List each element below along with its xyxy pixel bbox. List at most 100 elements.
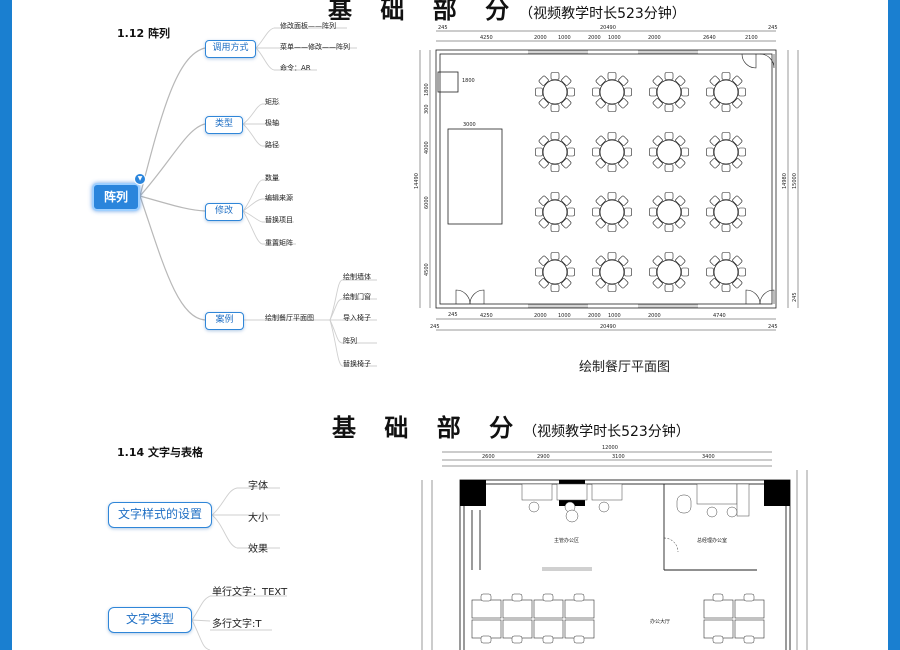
office-dim-c: 3100: [612, 454, 625, 460]
dim-left-300: 300: [424, 104, 430, 114]
leaf-array: 阵列: [343, 337, 357, 345]
office-floor-plan: 12000 2600 2900 3100 3400: [421, 445, 808, 650]
leaf-font: 字体: [248, 481, 268, 492]
leaf-count: 数量: [265, 174, 279, 182]
dim-bot-4250: 4250: [480, 313, 493, 319]
branch-text-style-settings[interactable]: 文字样式的设置: [108, 502, 212, 528]
chair: [618, 218, 629, 229]
chair: [618, 255, 629, 266]
chair: [538, 218, 549, 229]
chair: [607, 72, 617, 80]
office-chair: [480, 593, 492, 602]
chair: [732, 195, 743, 206]
dim-top-245: 245: [438, 25, 448, 31]
plan-caption: 绘制餐厅平面图: [579, 360, 671, 375]
chair: [618, 278, 629, 289]
office-chair: [743, 635, 755, 644]
dim-top-245b: 245: [768, 25, 778, 31]
leaf-path: 路径: [265, 141, 279, 149]
room-office-hall: 办公大厅: [650, 618, 670, 625]
dim-right-245: 245: [792, 292, 798, 302]
chair: [709, 255, 720, 266]
workstation-desk: [502, 619, 533, 639]
chair: [681, 267, 689, 277]
dim-right-14980: 14980: [782, 173, 788, 189]
chair: [721, 132, 731, 140]
dining-table: [592, 252, 632, 292]
dim-bot-2000a: 2000: [534, 313, 547, 319]
chair: [664, 132, 674, 140]
mindmap-connectors-bottom: [191, 487, 287, 650]
chair: [738, 87, 746, 97]
chair: [595, 98, 606, 109]
chair: [567, 207, 575, 217]
chair: [738, 267, 746, 277]
leaf-reset-matrix: 重置矩阵: [265, 239, 293, 247]
chair: [721, 252, 731, 260]
chair: [607, 104, 617, 112]
dining-table: [706, 192, 746, 232]
chair: [607, 164, 617, 172]
dim-left-245b: 245: [430, 324, 440, 330]
chair: [709, 75, 720, 86]
round-table: [542, 259, 568, 285]
chair: [561, 218, 572, 229]
collapse-toggle-icon[interactable]: ▼: [134, 173, 146, 185]
dim-top-1000a: 1000: [558, 35, 571, 41]
dining-table: [535, 72, 575, 112]
room-supervisor-office: 主管办公区: [554, 537, 579, 544]
workstation-desk: [734, 619, 765, 639]
workstation-desk: [564, 599, 595, 619]
round-table: [656, 199, 682, 225]
round-table: [713, 199, 739, 225]
chair: [652, 218, 663, 229]
chair: [595, 158, 606, 169]
column-3: [764, 480, 790, 506]
chair: [618, 75, 629, 86]
chair: [732, 255, 743, 266]
dim-bot-2000b: 2000: [588, 313, 601, 319]
dim-top-1000b: 1000: [608, 35, 621, 41]
dim-top-2000b: 2000: [588, 35, 601, 41]
dining-table: [649, 132, 689, 172]
dim-bot-1000b: 1000: [608, 313, 621, 319]
chair: [709, 278, 720, 289]
chair: [567, 267, 575, 277]
branch-invoke-method[interactable]: 调用方式: [205, 40, 256, 58]
chair: [721, 224, 731, 232]
mindmap-connectors-top: [139, 27, 377, 367]
leaf-rectangular: 矩形: [265, 98, 279, 106]
branch-case[interactable]: 案例: [205, 312, 244, 330]
document-page: 基 础 部 分（视频教学时长523分钟） 1.12 阵列 阵列 ▼ 调用方式 类…: [12, 0, 888, 650]
round-table: [656, 259, 682, 285]
chair: [561, 75, 572, 86]
chair: [618, 195, 629, 206]
chair: [706, 87, 714, 97]
chair: [550, 192, 560, 200]
leaf-draw-restaurant-plan: 绘制餐厅平面图: [265, 314, 314, 322]
chair: [675, 255, 686, 266]
chair: [592, 147, 600, 157]
round-table: [713, 79, 739, 105]
chair: [709, 135, 720, 146]
chair: [652, 135, 663, 146]
dim-left-14490: 14490: [414, 173, 420, 189]
dining-table: [649, 252, 689, 292]
chair: [675, 98, 686, 109]
chair: [664, 72, 674, 80]
chair: [681, 147, 689, 157]
chair: [649, 147, 657, 157]
branch-modify[interactable]: 修改: [205, 203, 243, 221]
chair: [732, 158, 743, 169]
branch-type[interactable]: 类型: [205, 116, 243, 134]
office-dim-b: 2900: [537, 454, 550, 460]
chair: [675, 158, 686, 169]
chair: [535, 147, 543, 157]
leaf-replace-chairs: 替换椅子: [343, 360, 371, 368]
chair: [538, 98, 549, 109]
leaf-single-line-text: 单行文字：TEXT: [212, 587, 288, 598]
mindmap-root-array[interactable]: 阵列: [92, 183, 140, 211]
branch-text-type[interactable]: 文字类型: [108, 607, 192, 633]
chair: [649, 267, 657, 277]
dining-table: [535, 252, 575, 292]
